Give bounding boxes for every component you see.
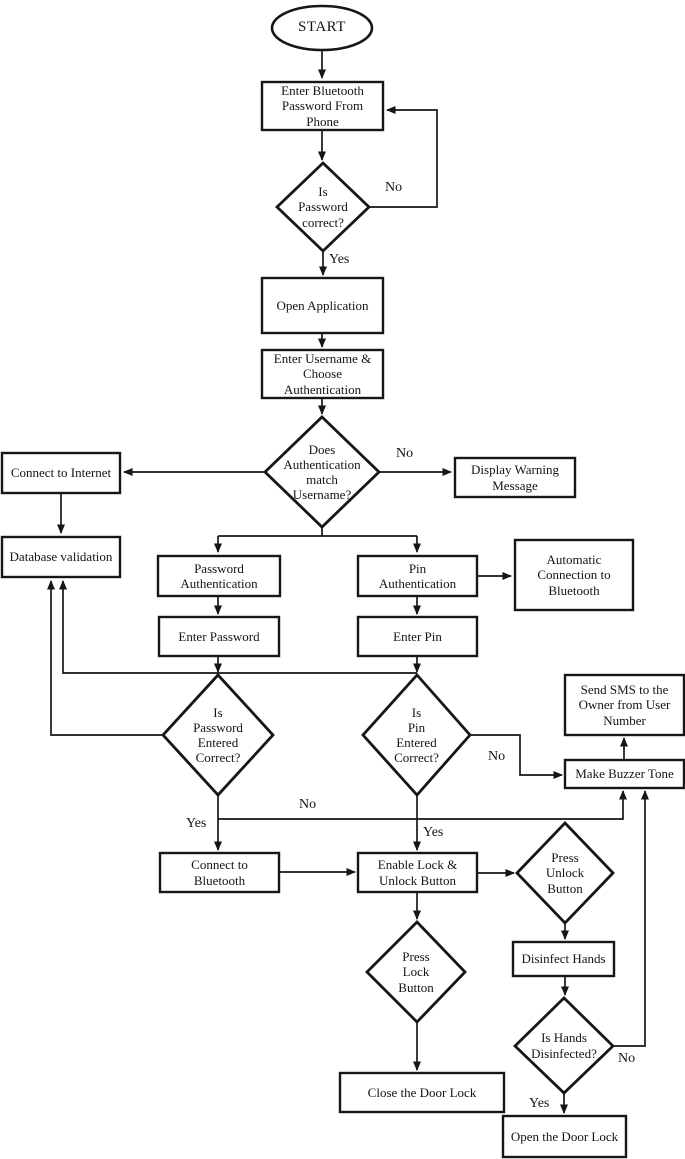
node-password-authentication: Password Authentication [180,560,258,591]
node-close-door-lock: Close the Door Lock [367,1084,477,1100]
node-enter-password: Enter Password [178,628,260,644]
label-hands-disinfected-yes: Yes [529,1096,550,1111]
is-hands-disinfected-diamond [512,996,616,1095]
node-connect-to-internet: Connect to Internet [10,465,112,481]
close-door-lock-box [338,1071,506,1114]
node-disinfect-hands: Disinfect Hands [521,951,606,967]
node-display-warning: Display Warning Message [471,462,559,493]
display-warning-box [453,456,577,499]
connect-to-bluetooth-box [158,851,281,894]
start-ellipse [270,4,374,52]
press-unlock-diamond [515,820,615,926]
database-validation-box [0,535,122,579]
node-enter-pin: Enter Pin [393,628,442,644]
connector-lines [47,51,649,1114]
node-start: START [298,19,346,36]
decision-is-pin-entered: Is Pin Entered Correct? [394,704,439,766]
does-authentication-match-diamond [262,415,382,529]
node-make-buzzer-tone: Make Buzzer Tone [575,766,674,782]
node-automatic-connection: Automatic Connection to Bluetooth [537,552,611,598]
enter-password-box [157,615,281,658]
open-door-lock-box [501,1114,628,1159]
label-password-correct-yes: Yes [329,252,350,267]
decision-does-authentication-match: Does Authentication match Username? [283,441,361,503]
decision-press-unlock: Press Unlock Button [545,850,585,896]
decision-is-password-entered: Is Password Entered Correct? [193,704,243,766]
edge-pin-no-to-buzzer [470,734,563,779]
node-open-application: Open Application [276,297,369,313]
decision-is-hands-disinfected: Is Hands Disinfected? [531,1030,597,1061]
node-send-sms: Send SMS to the Owner from User Number [578,682,671,728]
enable-lock-unlock-box [356,851,479,894]
node-enter-bluetooth-password: Enter Bluetooth Password From Phone [281,83,364,129]
edge-hands-no-to-buzzer [613,790,649,1047]
enter-username-box [260,348,385,400]
edge-password-decision-to-database [47,580,163,736]
edge-entries-to-database-validation [59,580,417,674]
node-enter-username: Enter Username & Choose Authentication [273,351,372,397]
node-connect-to-bluetooth: Connect to Bluetooth [191,857,248,888]
node-database-validation: Database validation [9,549,113,565]
label-auth-match-no: No [396,446,414,461]
node-enable-lock-unlock: Enable Lock & Unlock Button [377,857,458,888]
node-shapes [0,4,685,1159]
node-pin-authentication: Pin Authentication [378,560,457,591]
decision-press-lock: Press Lock Button [398,949,434,995]
edge-is-password-no-loop [369,106,438,208]
automatic-connection-box [513,538,635,612]
pin-authentication-box [356,554,479,598]
is-pin-entered-diamond [361,672,472,798]
node-open-door-lock: Open the Door Lock [510,1128,619,1144]
label-pin-entered-no: No [488,749,506,764]
label-password-correct-no: No [385,180,403,195]
decision-is-password-correct: Is Password correct? [298,184,348,230]
connect-to-internet-box [0,451,122,495]
open-application-box [260,276,385,335]
is-password-entered-diamond [161,672,275,798]
edge-password-no-to-buzzer [218,790,627,820]
label-pin-entered-yes: Yes [423,825,444,840]
label-hands-disinfected-no: No [618,1051,636,1066]
is-password-correct-diamond [274,161,372,253]
press-lock-diamond [365,919,467,1025]
disinfect-hands-box [511,940,616,978]
send-sms-box [563,673,685,737]
enter-pin-box [356,615,479,658]
password-authentication-box [156,554,282,598]
enter-bluetooth-password-box [260,80,385,132]
label-password-entered-yes: Yes [186,816,207,831]
make-buzzer-tone-box [563,758,685,790]
label-password-entered-no: No [299,797,317,812]
